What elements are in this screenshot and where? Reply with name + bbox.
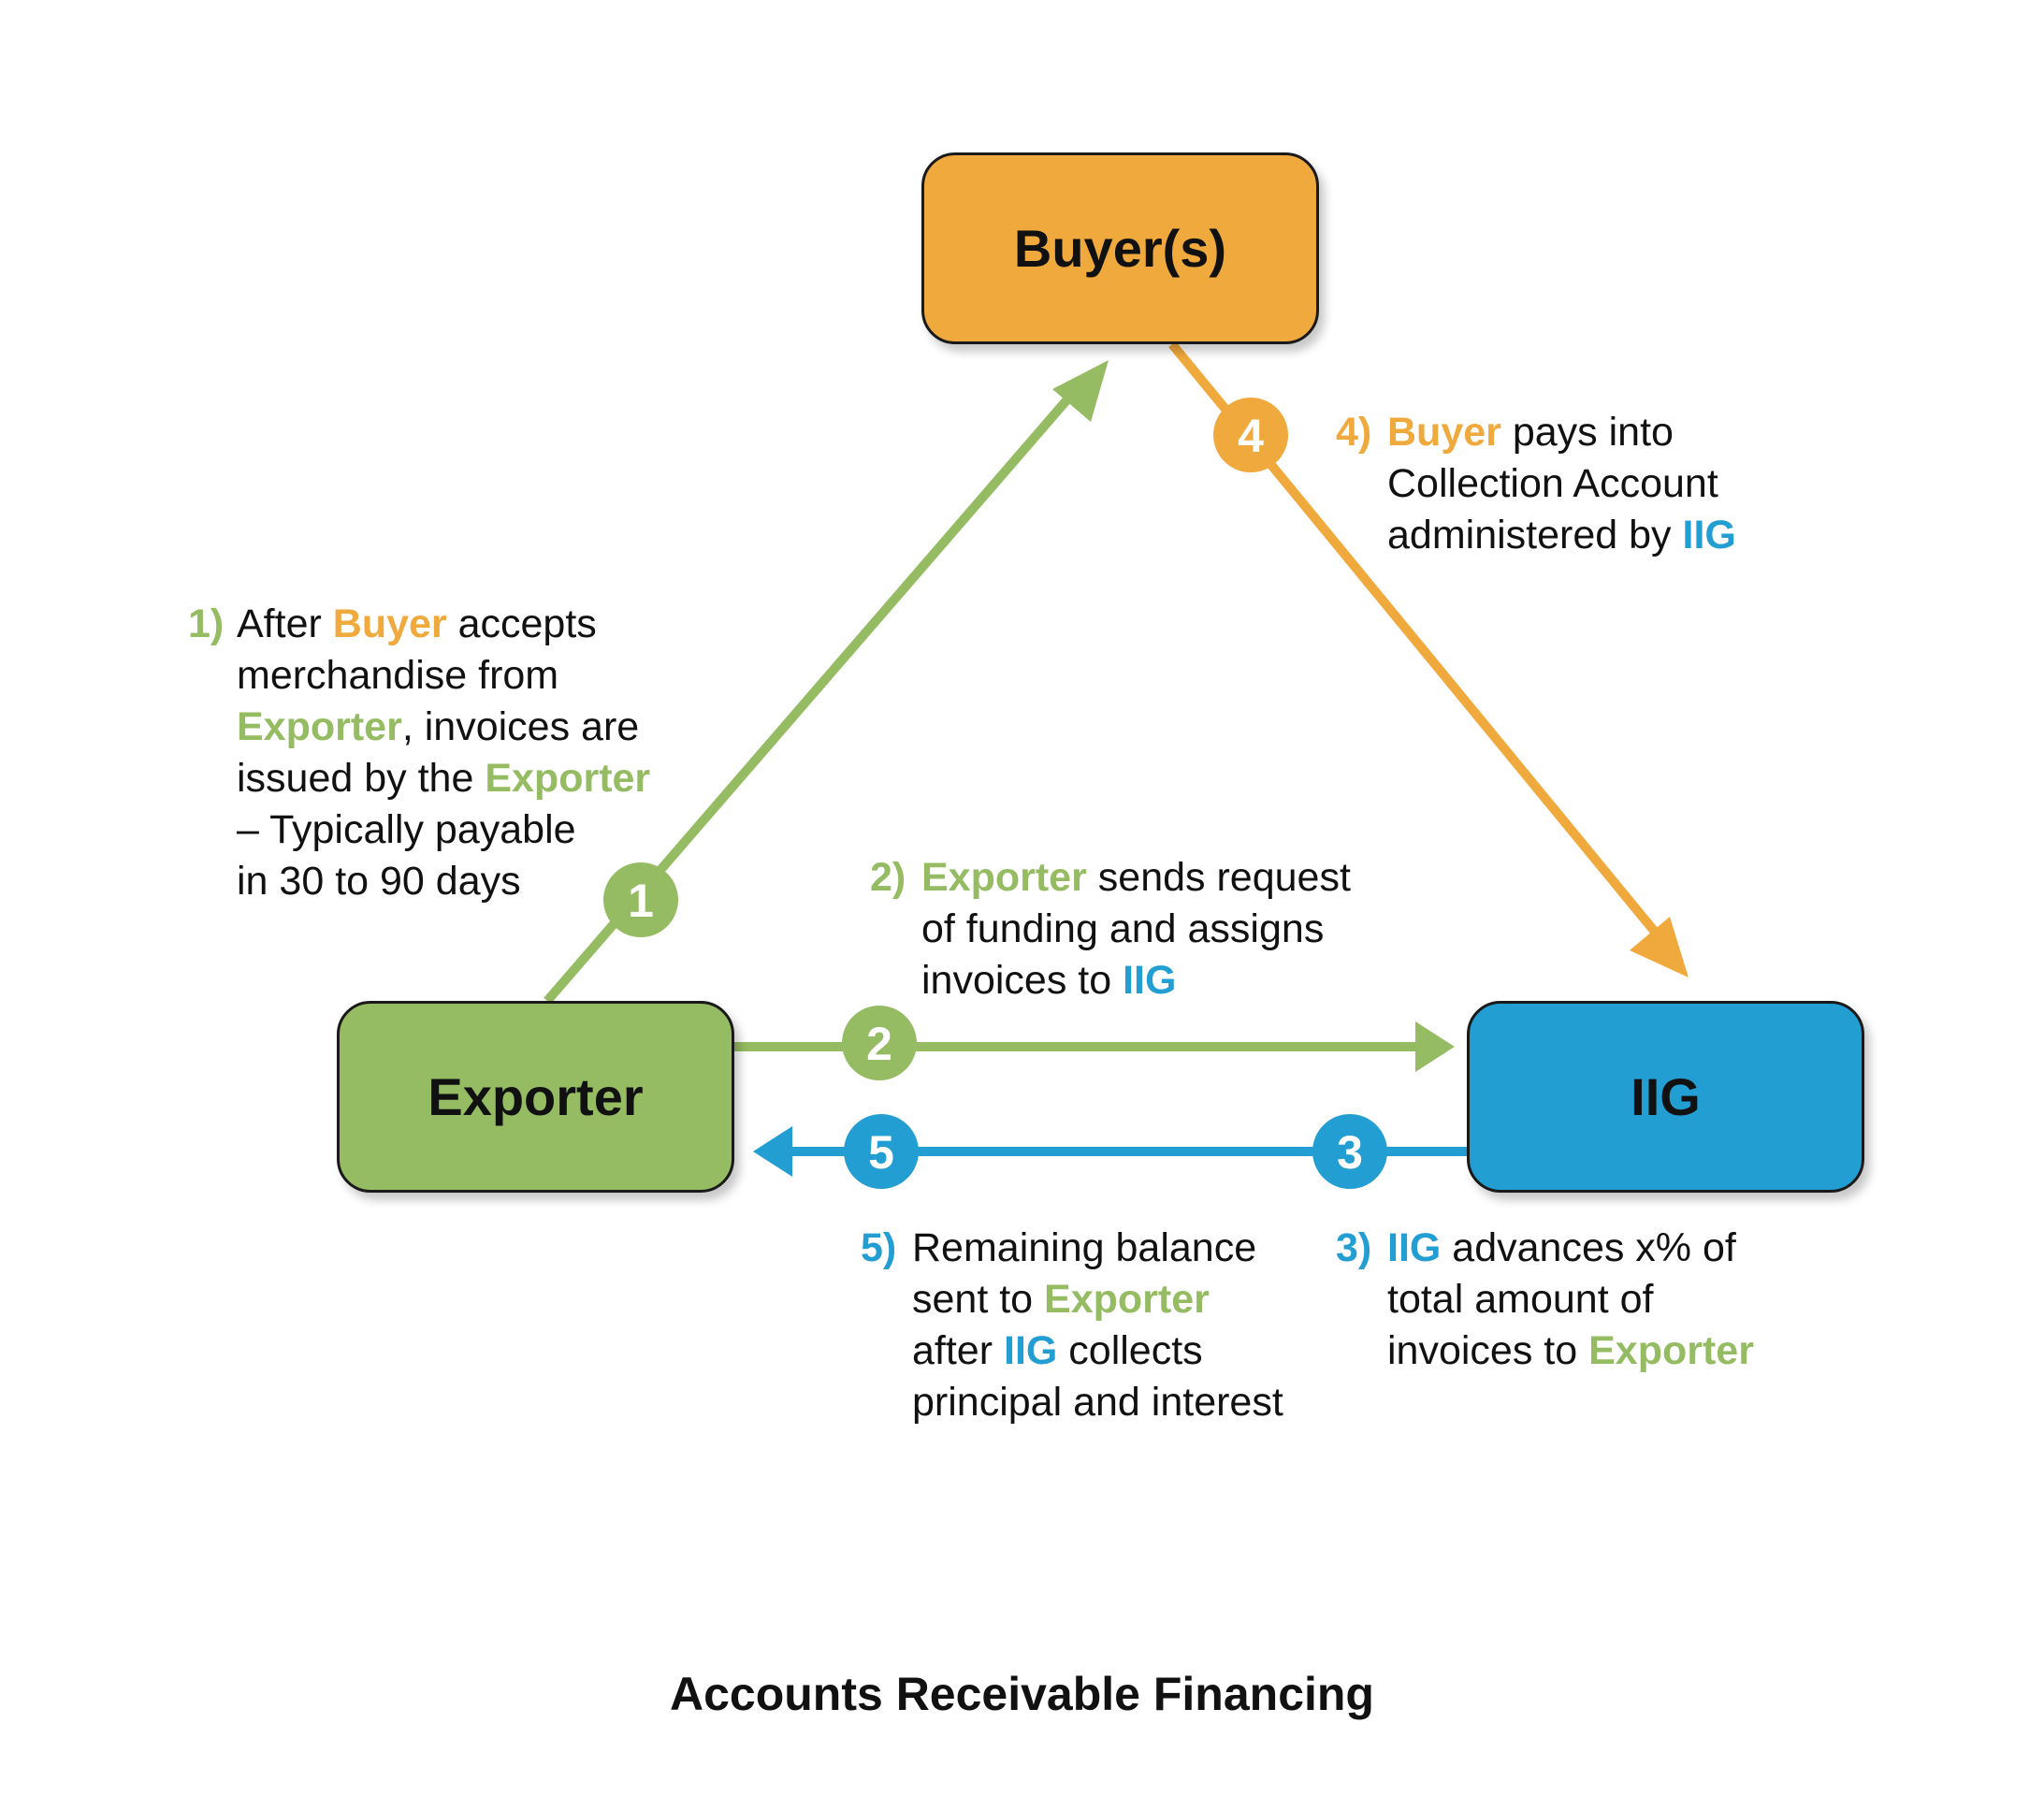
step-2-note: 2) Exporter sends request of funding and… (870, 852, 1351, 1006)
step-3-line-3: invoices to Exporter (1387, 1328, 1754, 1373)
step-1-line-6: in 30 to 90 days (237, 859, 521, 904)
step-5-note: 5) Remaining balance sent to Exporter af… (861, 1223, 1283, 1428)
step-5-line-3: after IIG collects (912, 1328, 1203, 1373)
badge-5-label: 5 (868, 1126, 894, 1179)
step-2-line-3: invoices to IIG (921, 958, 1177, 1003)
step-2-number: 2) (870, 855, 906, 900)
step-3-note: 3) IIG advances x% of total amount of in… (1336, 1223, 1754, 1377)
step-3-line-1: IIG advances x% of (1387, 1225, 1736, 1270)
badge-3-label: 3 (1337, 1126, 1363, 1179)
arrow-1-head (1052, 360, 1109, 422)
step-4-number: 4) (1336, 410, 1372, 455)
arrow-2-head (1415, 1021, 1455, 1072)
step-1-line-2: merchandise from (237, 653, 559, 698)
step-1-line-4: issued by the Exporter (237, 756, 651, 801)
step-1-line-5: – Typically payable (237, 807, 576, 852)
badge-1-label: 1 (628, 875, 654, 927)
step-4-line-1: Buyer pays into (1387, 410, 1674, 455)
buyer-node-label: Buyer(s) (1013, 219, 1227, 278)
badge-2-label: 2 (866, 1018, 892, 1070)
step-2-line-1: Exporter sends request (921, 855, 1351, 900)
step-2-line-2: of funding and assigns (921, 906, 1325, 951)
step-badge-2: 2 (842, 1006, 917, 1080)
iig-node-label: IIG (1631, 1067, 1701, 1126)
step-5-line-4: principal and interest (912, 1380, 1283, 1425)
step-1-number: 1) (188, 601, 225, 646)
buyer-node: Buyer(s) (921, 152, 1319, 344)
arrow-4-head (1630, 917, 1689, 977)
step-badge-5: 5 (844, 1114, 919, 1189)
step-3-line-2: total amount of (1387, 1277, 1654, 1322)
badge-4-label: 4 (1238, 410, 1264, 462)
diagram-title: Accounts Receivable Financing (670, 1668, 1374, 1720)
step-1-line-3: Exporter, invoices are (237, 704, 640, 749)
exporter-node: Exporter (337, 1001, 734, 1193)
step-5-number: 5) (861, 1225, 897, 1270)
step-1-note: 1) After Buyer accepts merchandise from … (188, 599, 651, 907)
step-4-note: 4) Buyer pays into Collection Account ad… (1336, 407, 1736, 561)
step-3-number: 3) (1336, 1225, 1372, 1270)
step-4-line-2: Collection Account (1387, 461, 1718, 506)
iig-node: IIG (1467, 1001, 1864, 1193)
step-badge-3: 3 (1312, 1114, 1387, 1189)
exporter-node-label: Exporter (428, 1067, 644, 1126)
step-1-line-1: After Buyer accepts (237, 601, 597, 646)
step-5-line-2: sent to Exporter (912, 1277, 1210, 1322)
step-badge-4: 4 (1213, 398, 1288, 472)
step-4-line-3: administered by IIG (1387, 513, 1736, 557)
arrow-3-5-head (753, 1126, 792, 1177)
step-5-line-1: Remaining balance (912, 1225, 1257, 1270)
step-badge-1: 1 (603, 862, 678, 937)
